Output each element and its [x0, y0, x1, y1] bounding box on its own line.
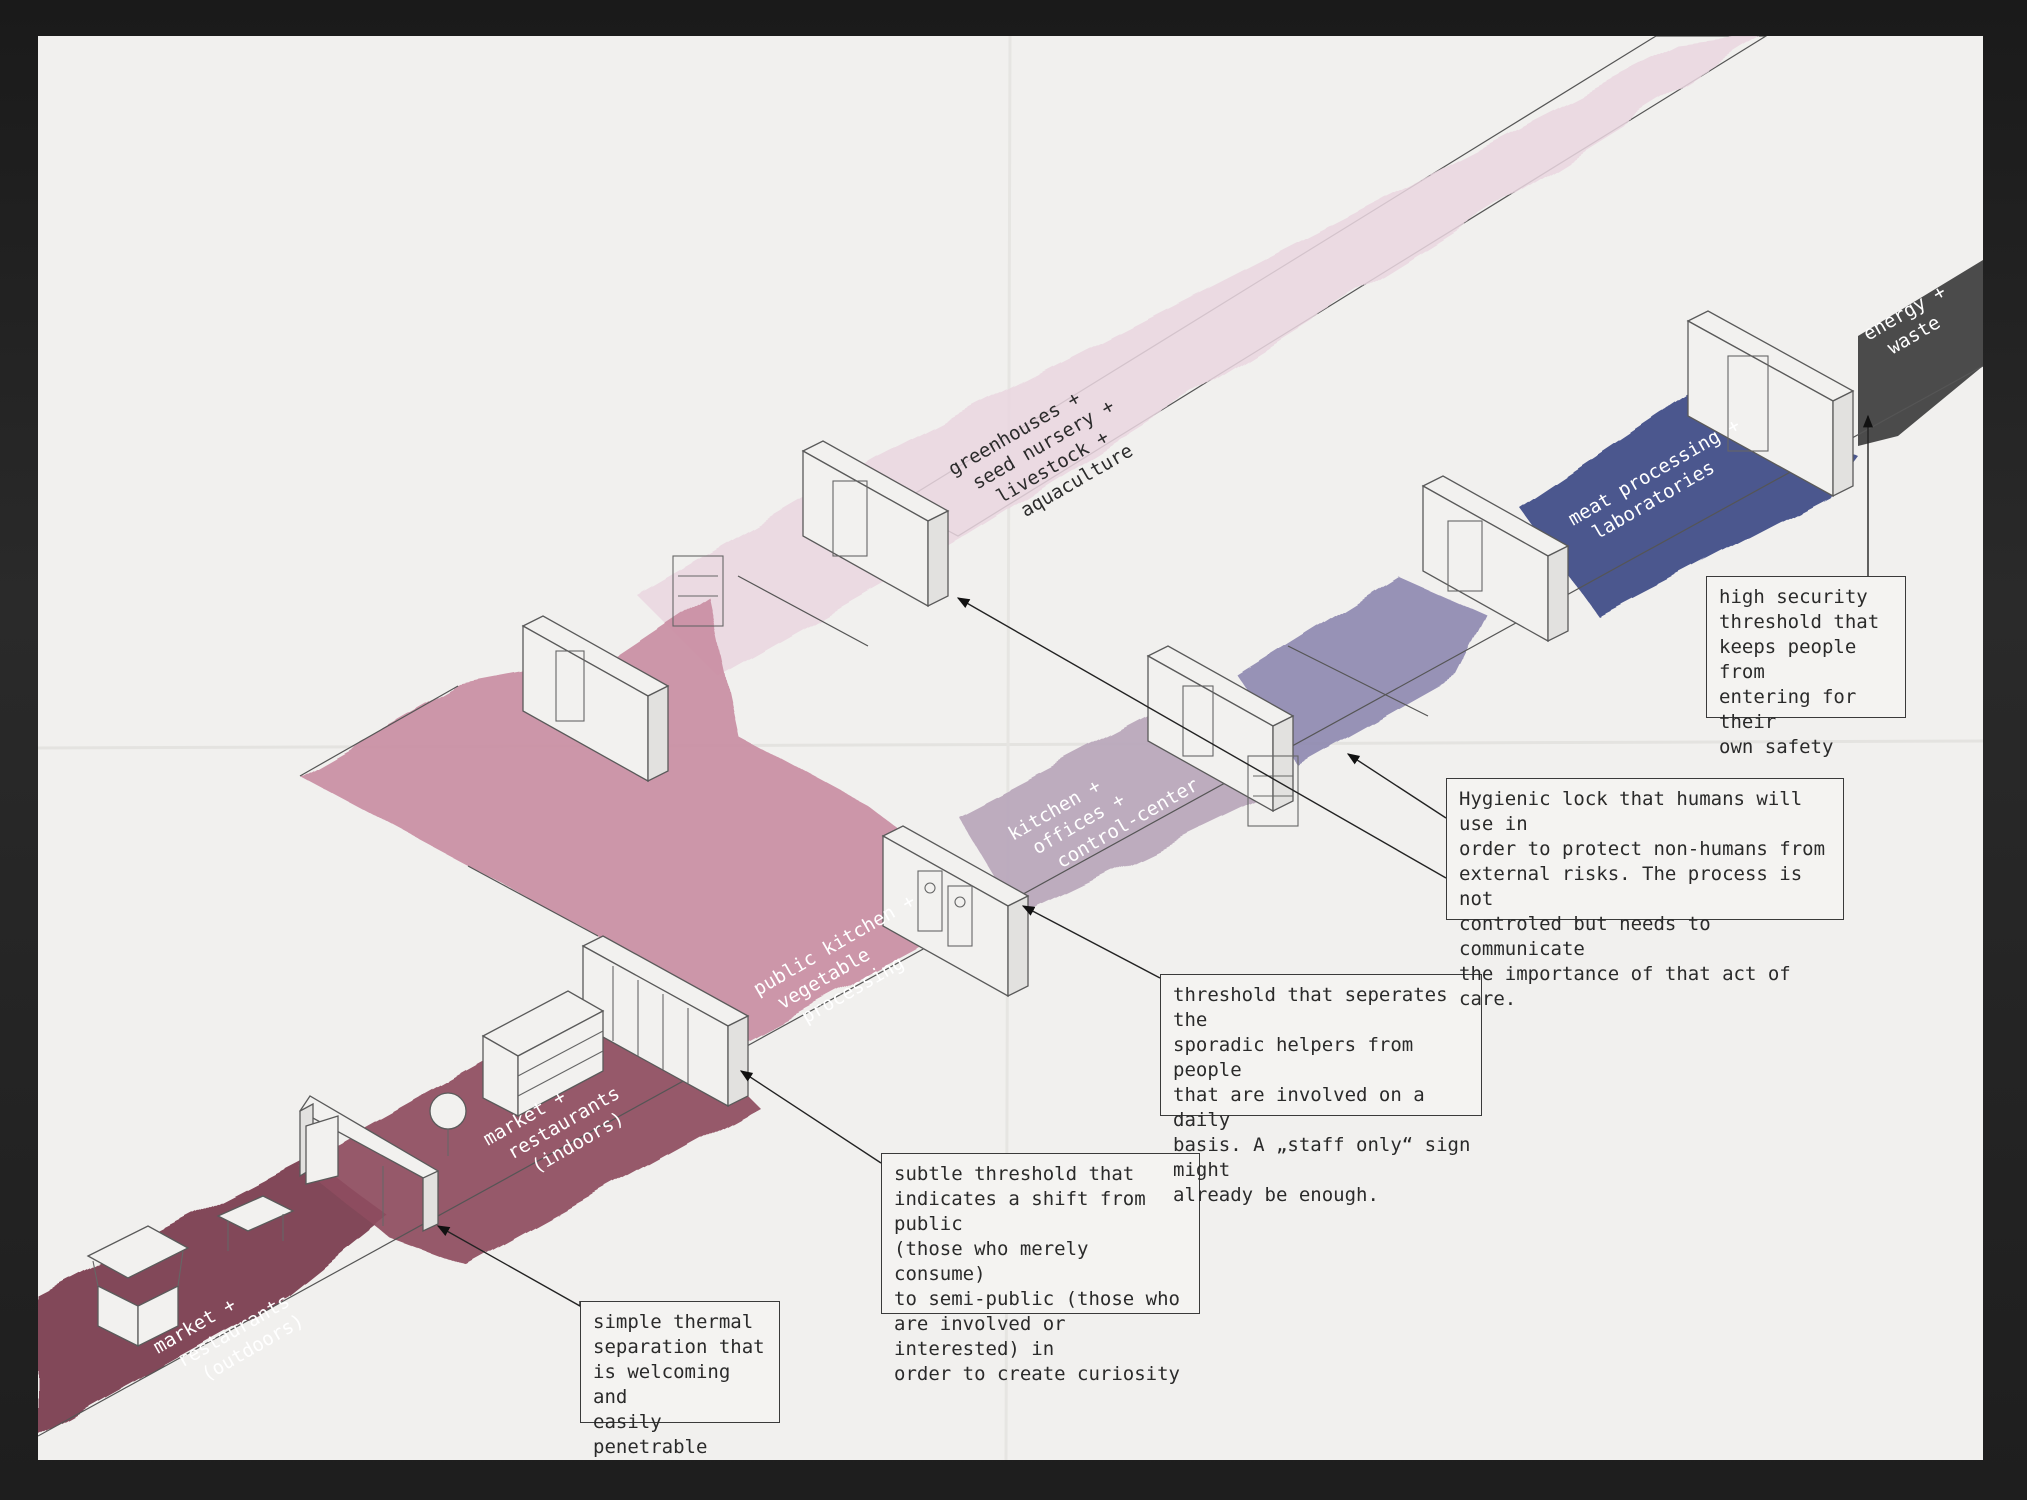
hygiene-wall-right — [1146, 645, 1295, 813]
staff-wall — [881, 825, 1030, 998]
annotation-hygienic: Hygienic lock that humans will use in or… — [1446, 778, 1844, 1010]
greenhouse-partition — [737, 575, 869, 647]
zone-outdoor-market — [38, 1156, 388, 1436]
zone-public-kitchen — [300, 596, 998, 1046]
market-stall — [86, 1225, 190, 1348]
clothes-racks — [672, 555, 1299, 827]
security-wall — [1686, 310, 1855, 498]
arrow-hygienic-prep — [1346, 753, 1447, 819]
greenhouse-wall — [801, 440, 950, 608]
paper-sheet: market + restaurants (outdoors) market +… — [38, 36, 1983, 1460]
arrow-hygienic-greenhouse — [956, 597, 1447, 879]
market-shelf — [481, 990, 605, 1118]
path-edge-left — [299, 685, 459, 777]
isometric-diagram: market + restaurants (outdoors) market +… — [38, 36, 1983, 1460]
meat-wall — [1421, 475, 1570, 643]
arrow-staff — [1021, 905, 1161, 979]
arrow-subtle — [739, 1070, 882, 1164]
zone-indoor-market — [298, 1021, 758, 1266]
path-edge-inner — [467, 865, 599, 937]
zone-prep — [1238, 576, 1488, 766]
zone-energy-waste — [1858, 260, 1983, 446]
annotation-thermal: simple thermal separation that is welcom… — [580, 1301, 780, 1458]
gate-wall — [299, 1095, 439, 1233]
hygiene-wall-left — [521, 615, 670, 783]
annotation-subtle: subtle threshold that indicates a shift … — [881, 1153, 1200, 1385]
curtain-wall — [581, 935, 750, 1108]
paper-fold-horizontal — [38, 739, 1983, 750]
annotation-staff: threshold that seperates the sporadic he… — [1160, 974, 1482, 1206]
outdoor-tables — [216, 1092, 467, 1251]
prep-partition — [1287, 645, 1429, 717]
annotation-security: high security threshold that keeps peopl… — [1706, 576, 1906, 758]
